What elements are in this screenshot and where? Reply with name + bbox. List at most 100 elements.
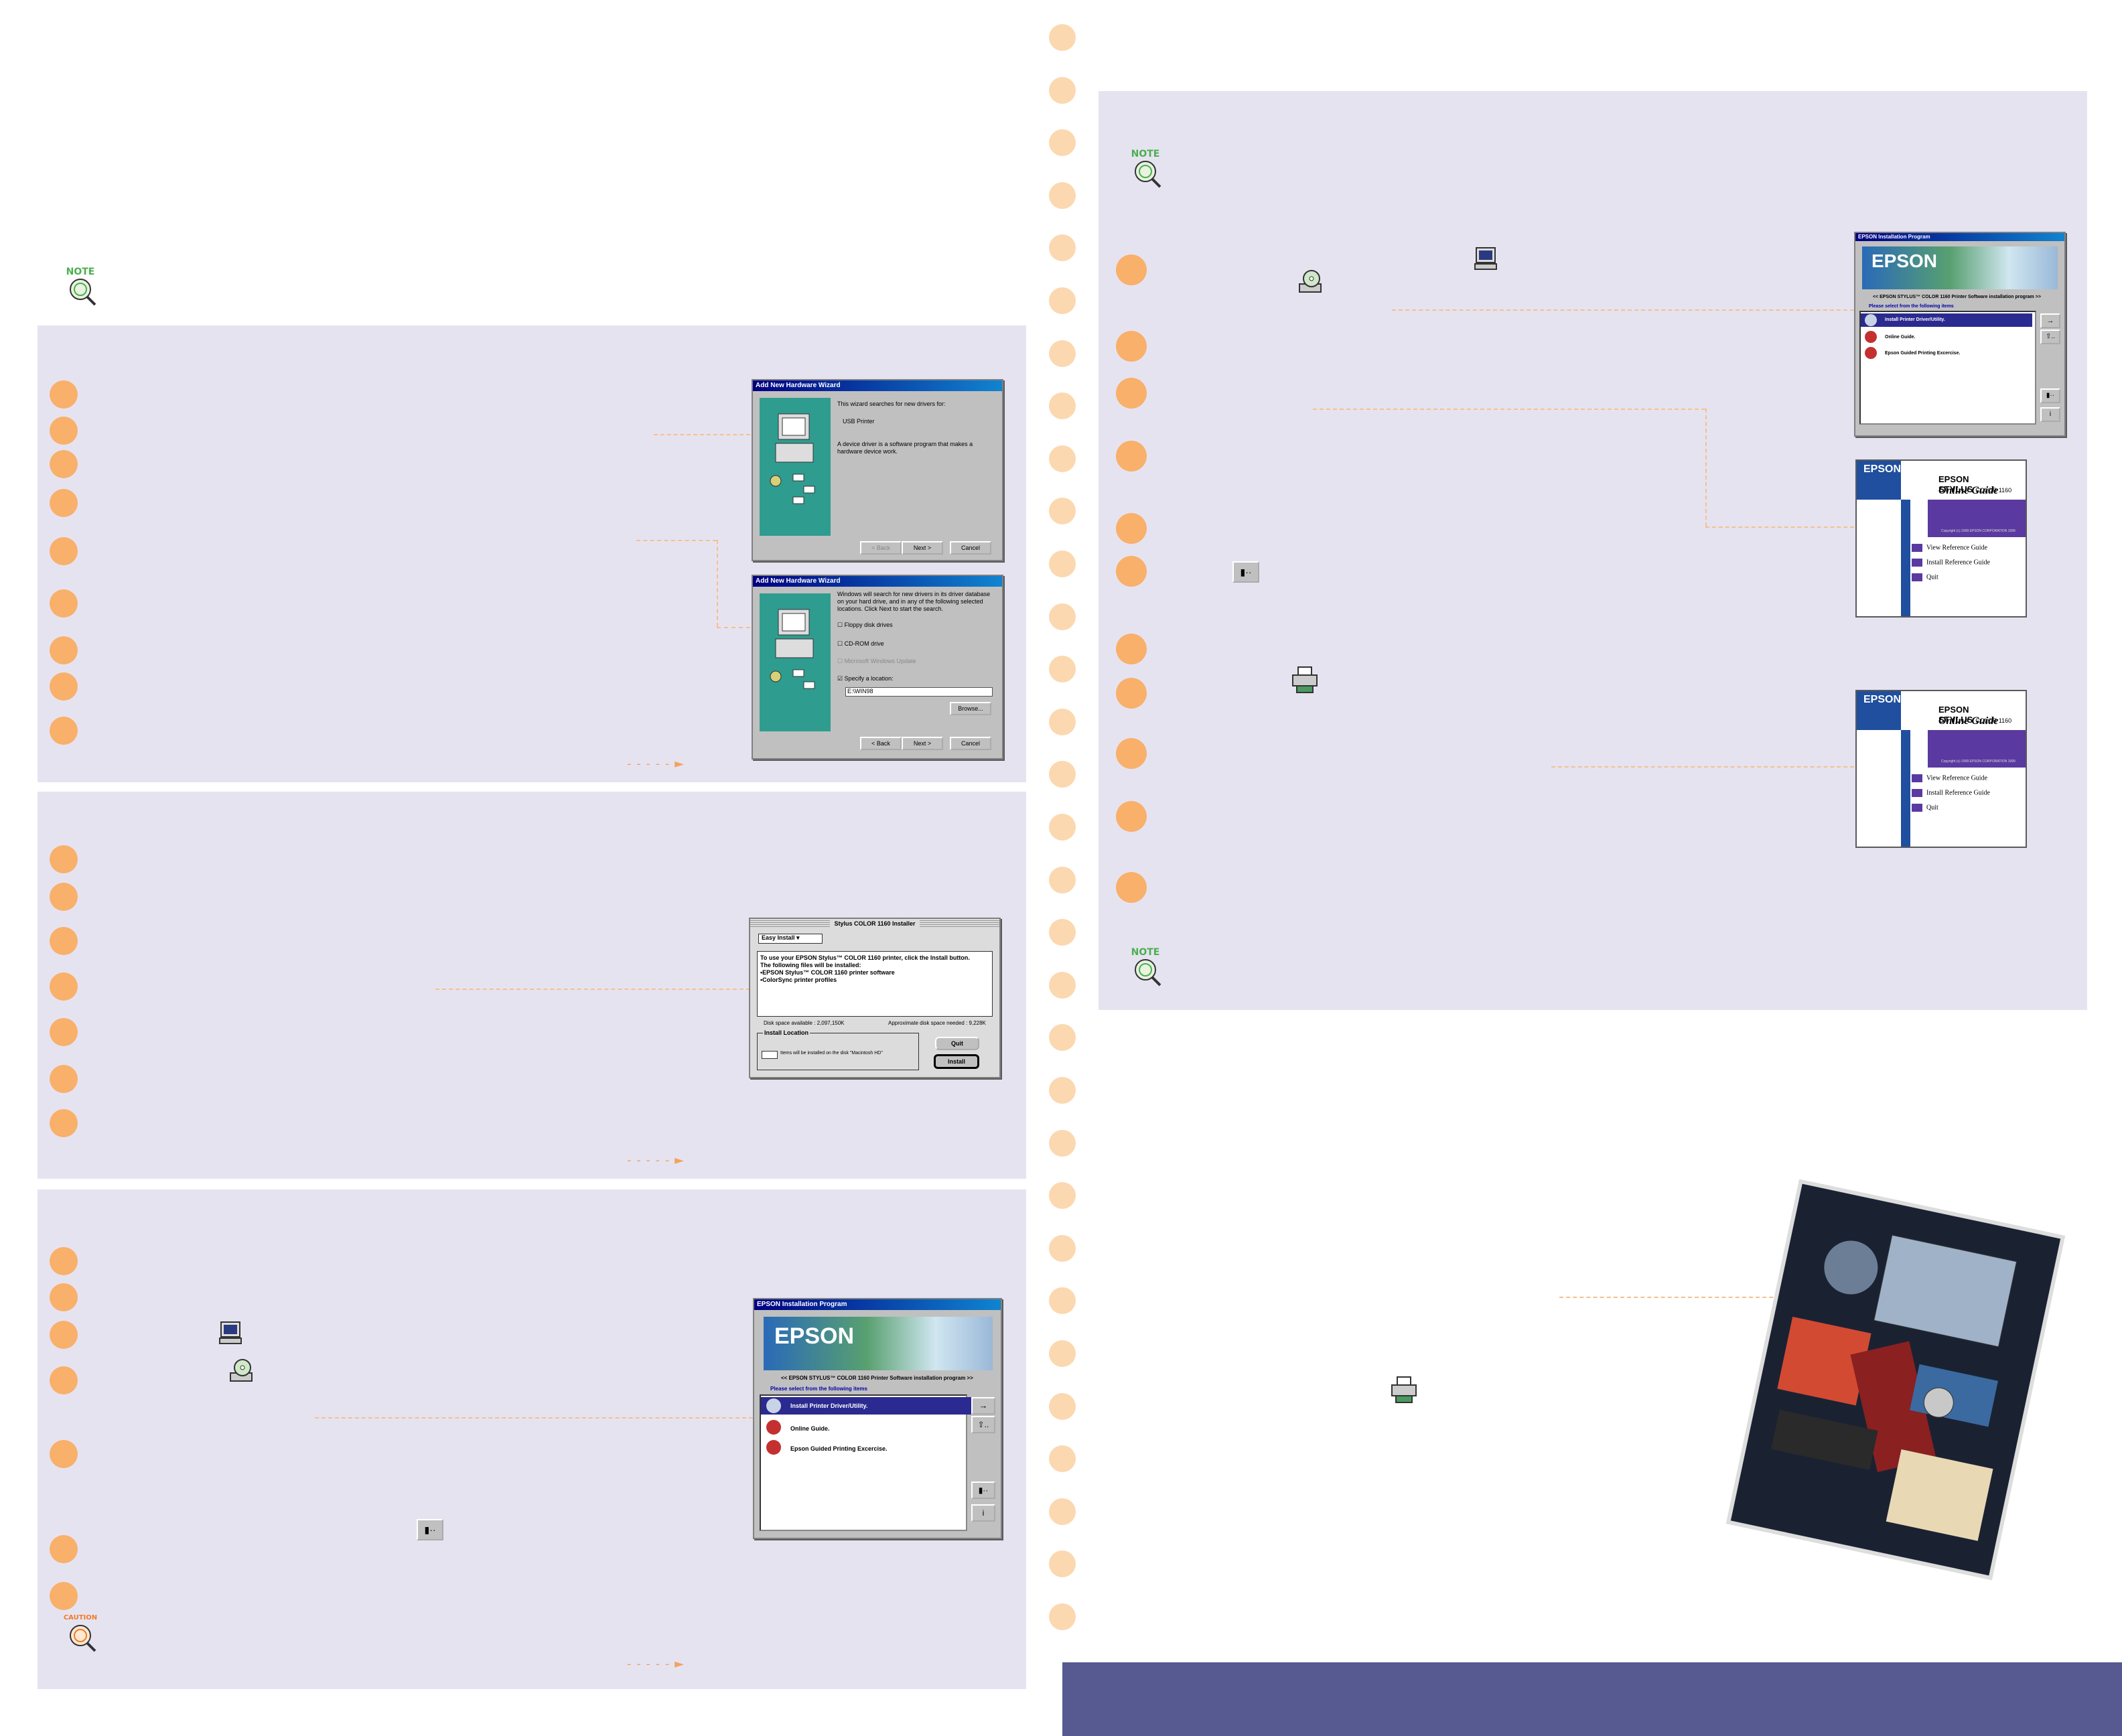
cd-rom-icon <box>1299 270 1322 293</box>
step-marker <box>1116 556 1147 587</box>
continue-arrow: - - - - - ► <box>627 1153 685 1167</box>
list-item[interactable]: Online Guide. <box>790 1425 830 1432</box>
location-label: Install Location <box>763 1029 810 1037</box>
install-info-box: To use your EPSON Stylus™ COLOR 1160 pri… <box>757 951 993 1017</box>
cdrom-checkbox[interactable]: ☐ CD-ROM drive <box>837 640 884 647</box>
list-item[interactable]: Install Printer Driver/Utility. <box>761 1397 991 1415</box>
guide-title: Online Guide <box>1938 485 1999 496</box>
info-button[interactable]: ⇧.. <box>2040 330 2060 344</box>
binding-ring <box>1049 1287 1076 1315</box>
installer-subtitle: << EPSON STYLUS™ COLOR 1160 Printer Soft… <box>781 1375 973 1381</box>
epson-installer-window-small: EPSON Installation Program EPSON << EPSO… <box>1854 232 2066 437</box>
my-computer-icon <box>1474 247 1497 270</box>
binding-ring <box>1049 445 1076 472</box>
disk-space-needed: Approximate disk space needed : 9,228K <box>888 1020 986 1026</box>
cancel-button[interactable]: Cancel <box>950 541 991 555</box>
exit-button[interactable]: ▮·· <box>2040 388 2060 403</box>
step-marker <box>1116 738 1147 769</box>
binding-ring <box>1049 1024 1076 1052</box>
binding-ring <box>1049 234 1076 262</box>
leader-line <box>636 540 717 541</box>
step-marker <box>50 972 78 1001</box>
epson-logo: EPSON <box>1857 691 1901 730</box>
device-name: USB Printer <box>843 418 875 425</box>
epson-banner: EPSON <box>764 1317 993 1370</box>
windows-update-checkbox[interactable]: ☐ Microsoft Windows Update <box>837 658 916 664</box>
binding-ring <box>1049 129 1076 157</box>
next-arrow-button[interactable]: → <box>971 1397 995 1415</box>
next-button[interactable]: Next > <box>902 541 943 555</box>
binding-ring <box>1049 1445 1076 1473</box>
step-marker <box>50 636 78 664</box>
quit-link[interactable]: Quit <box>1912 573 1938 581</box>
continue-arrow: - - - - - ► <box>627 757 685 771</box>
step-marker <box>50 1065 78 1093</box>
step-marker <box>1116 441 1147 472</box>
leader-line <box>1313 409 1705 410</box>
floppy-checkbox[interactable]: ☐ Floppy disk drives <box>837 622 893 628</box>
select-prompt: Please select from the following items <box>770 1386 867 1392</box>
window-title: Add New Hardware Wizard <box>753 380 1002 391</box>
binding-ring <box>1049 814 1076 841</box>
binding-ring <box>1049 1498 1076 1525</box>
quit-link[interactable]: Quit <box>1912 804 1938 812</box>
note-label: NOTE <box>66 267 95 277</box>
view-reference-guide-link[interactable]: View Reference Guide <box>1912 544 1987 552</box>
step-marker <box>50 380 78 409</box>
binding-ring <box>1049 1234 1076 1262</box>
step-marker <box>50 1018 78 1046</box>
install-button[interactable]: Install <box>934 1054 979 1069</box>
binding-ring <box>1049 1077 1076 1104</box>
next-arrow-button[interactable]: → <box>2040 313 2060 328</box>
footer-band <box>1062 1662 2122 1736</box>
info-line: The following files will be installed: <box>760 962 861 968</box>
help-button[interactable]: i <box>971 1504 995 1522</box>
binding-ring <box>1049 603 1076 630</box>
binding-ring <box>1049 971 1076 999</box>
step-marker <box>1116 255 1147 285</box>
info-button[interactable]: ⇧.. <box>971 1416 995 1433</box>
exit-button[interactable]: ▮·· <box>971 1481 995 1499</box>
computer-illustration-icon <box>770 413 815 504</box>
list-item[interactable]: Online Guide. <box>1885 335 1916 340</box>
back-button[interactable]: < Back <box>860 541 902 555</box>
checkbox-label: CD-ROM drive <box>844 640 884 647</box>
back-button[interactable]: < Back <box>860 737 902 750</box>
list-item[interactable]: Install Printer Driver/Utility. <box>1861 313 2032 327</box>
install-reference-guide-link[interactable]: Install Reference Guide <box>1912 559 1990 567</box>
cd-rom-icon <box>230 1359 253 1382</box>
step-marker <box>50 589 78 618</box>
help-button[interactable]: i <box>2040 407 2060 422</box>
epson-logo: EPSON <box>1871 250 1938 271</box>
list-item[interactable]: Epson Guided Printing Excercise. <box>1885 351 1961 356</box>
location-input[interactable]: E:\WIN98 <box>845 687 993 697</box>
cancel-button[interactable]: Cancel <box>950 737 991 750</box>
binding-ring <box>1049 1603 1076 1630</box>
wizard-text: Windows will search for new drivers in i… <box>837 591 991 612</box>
install-mode-select[interactable]: Easy Install ▾ <box>758 934 823 944</box>
note-icon: NOTE <box>1131 149 1161 188</box>
list-item[interactable]: Epson Guided Printing Excercise. <box>790 1445 888 1452</box>
leader-line <box>717 540 718 627</box>
binding-ring <box>1049 1129 1076 1157</box>
browse-button[interactable]: Browse... <box>950 702 991 715</box>
install-reference-guide-link[interactable]: Install Reference Guide <box>1912 789 1990 797</box>
my-computer-icon <box>219 1321 242 1344</box>
disk-space-available: Disk space available : 2,097,150K <box>764 1020 845 1026</box>
step-marker <box>1116 634 1147 664</box>
binding-ring <box>1049 551 1076 577</box>
quit-button[interactable]: Quit <box>935 1037 979 1050</box>
binding-ring <box>1049 182 1076 209</box>
binding-ring <box>1049 761 1076 788</box>
step-marker <box>50 845 78 873</box>
step-marker <box>1116 513 1147 544</box>
specify-location-checkbox[interactable]: ☑ Specify a location: <box>837 675 894 682</box>
step-marker <box>50 1321 78 1349</box>
item-icon <box>1865 331 1877 343</box>
note-icon: NOTE <box>66 267 96 306</box>
next-button[interactable]: Next > <box>902 737 943 750</box>
install-location-box: Install Location Items will be installed… <box>757 1029 919 1070</box>
view-reference-guide-link[interactable]: View Reference Guide <box>1912 774 1987 782</box>
copyright: Copyright (c) 1999 EPSON CORPORATION 199… <box>1941 529 2015 533</box>
